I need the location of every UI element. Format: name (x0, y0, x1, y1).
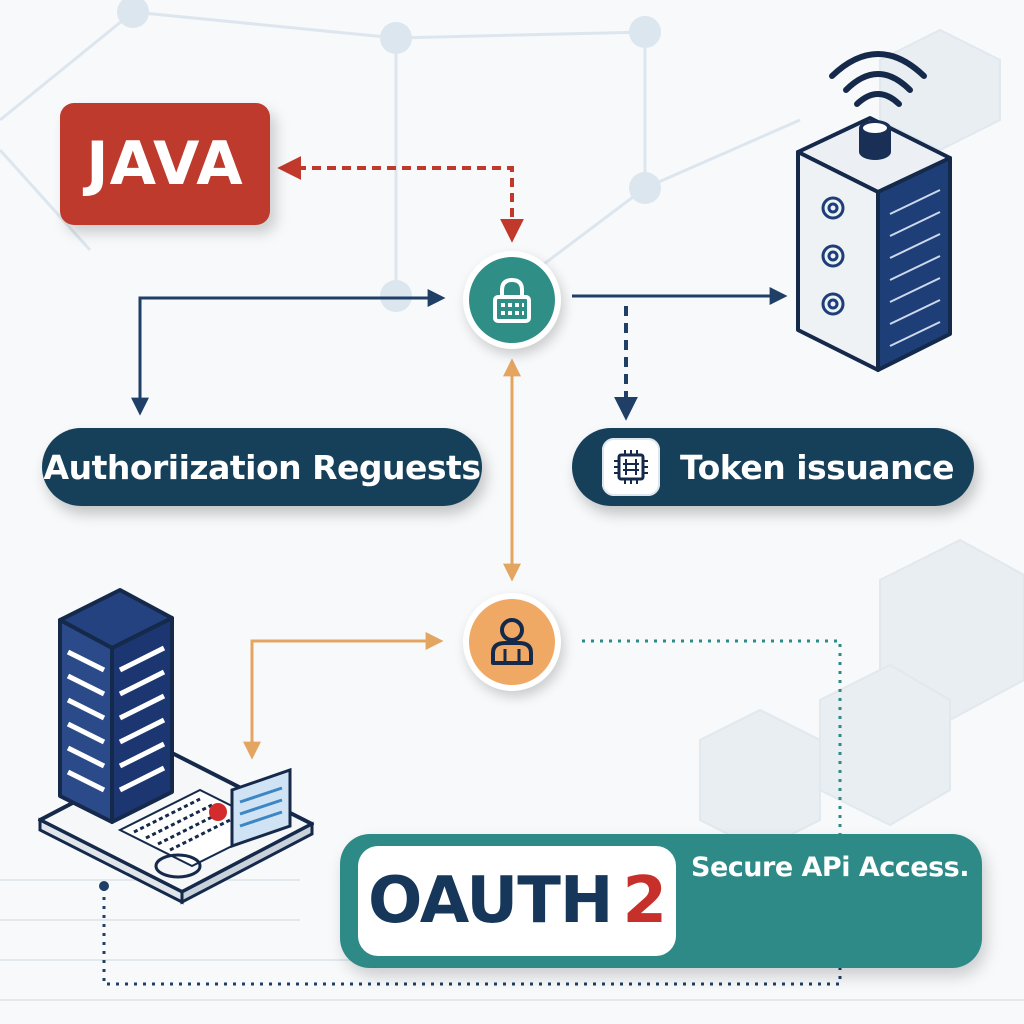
token-chip-icon (602, 438, 660, 496)
java-label: JAVA (86, 129, 244, 199)
token-issuance-pill: Token issuance (572, 428, 974, 506)
secure-api-access-label: Secure APi Access. (691, 852, 969, 883)
authorization-requests-pill: Authoriization Reguests (42, 428, 482, 506)
java-badge: JAVA (60, 103, 270, 225)
oauth-version: 2 (622, 864, 667, 938)
oauth-word: OAUTH (368, 864, 613, 938)
token-issuance-label: Token issuance (680, 447, 955, 487)
user-icon (491, 618, 533, 665)
lock-icon (493, 277, 531, 323)
authorization-server-node (463, 251, 561, 349)
authorization-requests-label: Authoriization Reguests (43, 447, 481, 487)
user-node (463, 593, 561, 691)
